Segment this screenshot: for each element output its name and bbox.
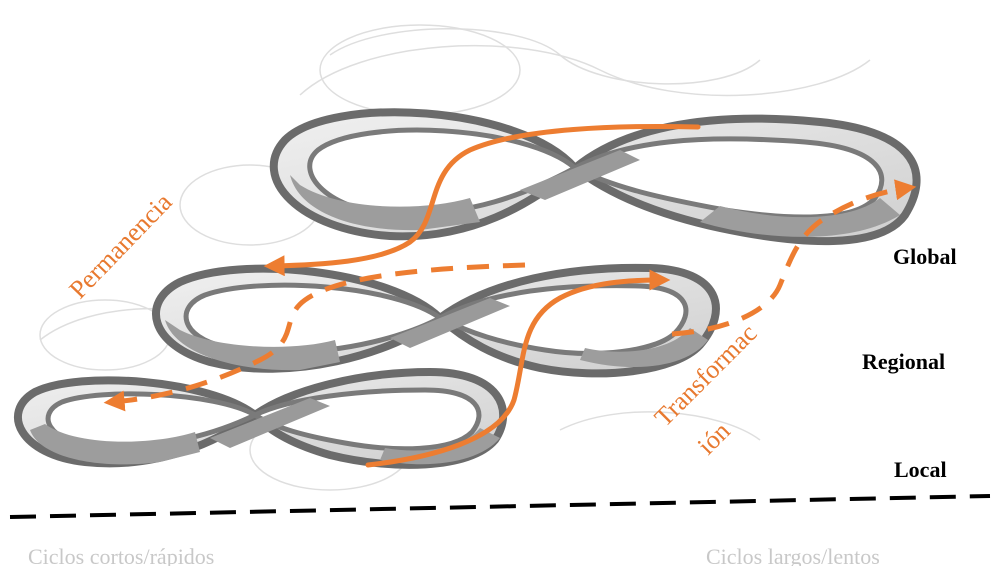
local-to-regional-arrow xyxy=(365,269,671,468)
transformation-label-line2: ión xyxy=(692,416,736,460)
regional-loop xyxy=(152,263,720,378)
permanence-arrow xyxy=(263,123,701,277)
level-label-global: Global xyxy=(893,244,957,269)
long-cycles-label: Ciclos largos/lentos xyxy=(706,544,880,566)
transformation-arrow xyxy=(671,179,917,337)
global-loop xyxy=(269,108,921,246)
level-label-local: Local xyxy=(894,457,947,482)
level-label-regional: Regional xyxy=(862,349,945,374)
regional-to-local-dashed-arrow xyxy=(103,262,526,412)
time-axis-line xyxy=(9,494,991,519)
local-loop xyxy=(14,368,508,469)
short-cycles-label: Ciclos cortos/rápidos xyxy=(28,544,214,566)
permanence-label: Permanencia xyxy=(63,187,177,304)
